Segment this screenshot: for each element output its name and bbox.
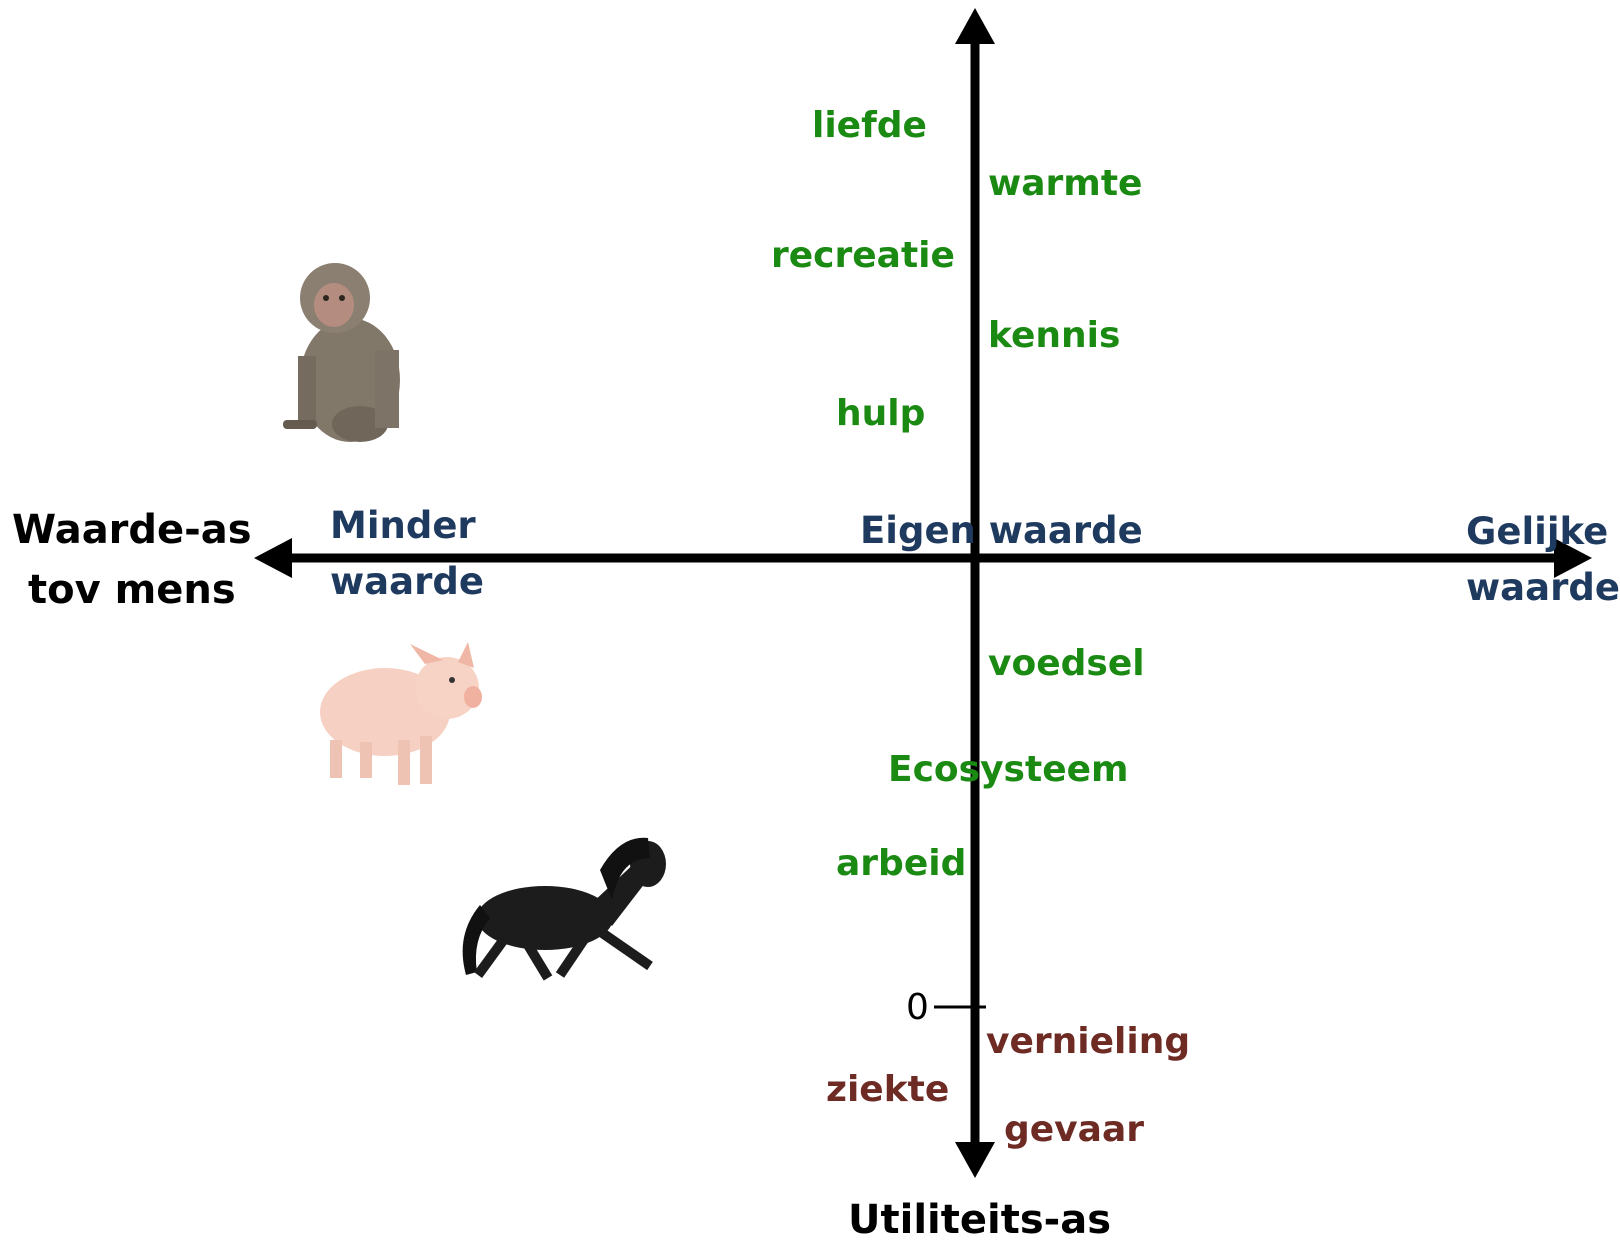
own-value-label: Eigen waarde bbox=[860, 509, 1143, 552]
utility-voedsel: voedsel bbox=[988, 643, 1145, 684]
horse-icon bbox=[462, 837, 666, 981]
utility-warmte: warmte bbox=[988, 163, 1143, 204]
pig-icon bbox=[320, 642, 482, 785]
equal-value-line1: Gelijke bbox=[1466, 510, 1609, 553]
utility-liefde: liefde bbox=[812, 105, 927, 146]
utility-kennis: kennis bbox=[988, 315, 1121, 356]
utility-gevaar: gevaar bbox=[1004, 1109, 1144, 1150]
equal-value-line2: waarde bbox=[1466, 565, 1620, 609]
value-axis-label-line1: Waarde-as bbox=[12, 507, 252, 553]
utility-axis-top-arrowhead bbox=[955, 8, 995, 44]
less-value-line2: waarde bbox=[330, 559, 484, 603]
value-axis-label: Waarde-as tov mens bbox=[12, 500, 252, 620]
value-axis-label-line2: tov mens bbox=[28, 567, 236, 613]
equal-value-label: Gelijke waarde bbox=[1466, 504, 1620, 615]
less-value-label: Minder waarde bbox=[330, 498, 484, 609]
value-axis-right-arrowhead bbox=[1554, 538, 1592, 578]
utility-recreatie: recreatie bbox=[771, 235, 955, 276]
utility-ecosysteem: Ecosysteem bbox=[888, 749, 1129, 790]
zero-tick-label: 0 bbox=[906, 987, 929, 1028]
utility-axis-bottom-arrowhead bbox=[955, 1142, 995, 1178]
utility-axis-label: Utiliteits-as bbox=[848, 1197, 1112, 1243]
utility-arbeid: arbeid bbox=[836, 843, 967, 884]
value-axis-left-arrowhead bbox=[254, 538, 292, 578]
monkey-icon bbox=[283, 263, 400, 442]
utility-vernieling: vernieling bbox=[986, 1021, 1191, 1062]
utility-hulp: hulp bbox=[836, 393, 926, 434]
less-value-line1: Minder bbox=[330, 504, 476, 547]
utility-ziekte: ziekte bbox=[826, 1069, 950, 1110]
